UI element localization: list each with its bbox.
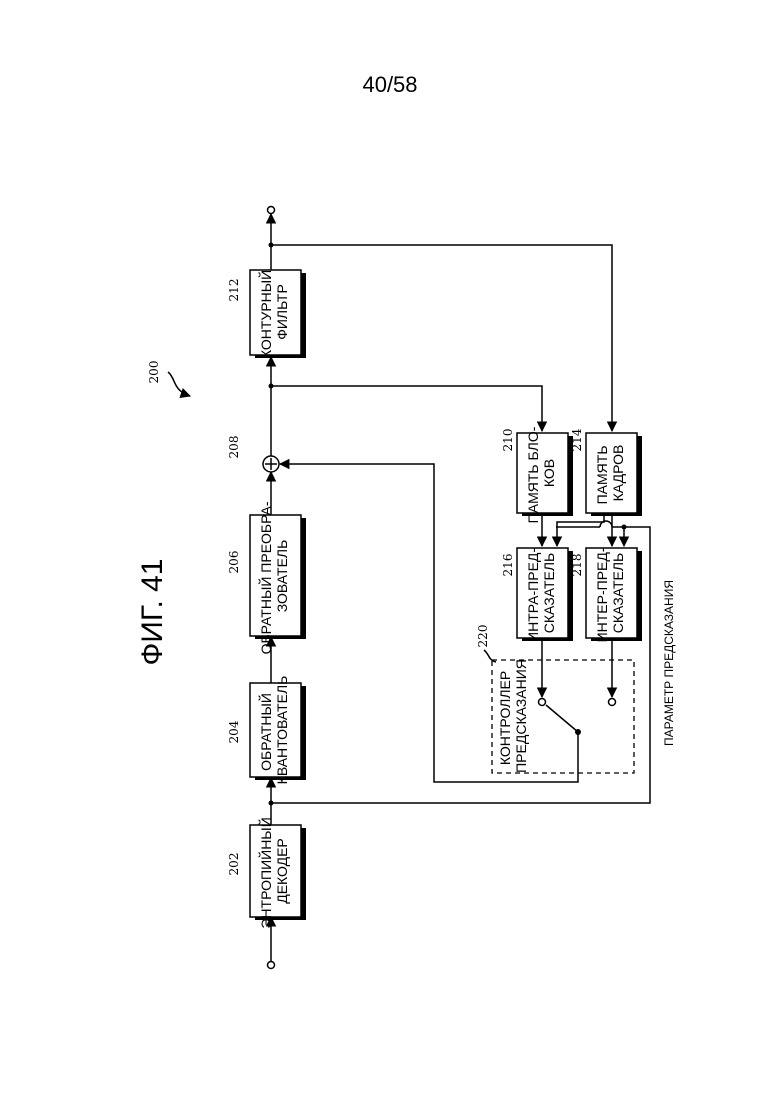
svg-text:ПАМЯТЬ КАДРОВ: ПАМЯТЬ КАДРОВ: [594, 442, 626, 505]
inverse-quantizer-block: ОБРАТНЫЙ КВАНТОВАТЕЛЬ: [250, 676, 306, 785]
switch-arm: [546, 705, 578, 732]
ref-202: 202: [227, 853, 241, 876]
svg-text:ИНТРА-ПРЕД- СКАЗАТЕЛЬ: ИНТРА-ПРЕД- СКАЗАТЕЛЬ: [525, 544, 557, 642]
output-terminal: [268, 207, 275, 214]
ref-204: 204: [227, 720, 241, 743]
inter-predictor-block: ИНТЕР-ПРЕД- СКАЗАТЕЛЬ: [586, 544, 642, 643]
ref-214: 214: [570, 428, 584, 451]
ref-220: 220: [476, 625, 490, 648]
intra-predictor-block: ИНТРА-ПРЕД- СКАЗАТЕЛЬ: [517, 544, 573, 642]
frame-memory-block: ПАМЯТЬ КАДРОВ: [586, 433, 642, 516]
svg-text:ИНТЕР-ПРЕД- СКАЗАТЕЛЬ: ИНТЕР-ПРЕД- СКАЗАТЕЛЬ: [594, 544, 626, 643]
prediction-controller-label: КОНТРОЛЛЕР ПРЕДСКАЗАНИЯ: [497, 659, 529, 773]
ref-216: 216: [501, 554, 515, 577]
adder-ref: 208: [227, 436, 241, 459]
svg-text:ОБРАТНЫЙ КВАНТОВАТЕЛЬ: ОБРАТНЫЙ КВАНТОВАТЕЛЬ: [257, 676, 290, 785]
link-212-214: [271, 245, 612, 431]
ref-212: 212: [227, 279, 241, 302]
inverse-transformer-block: ОБРАТНЫЙ ПРЕОБРА- ЗОВАТЕЛЬ: [250, 498, 306, 655]
entropy-decoder-block: ЭНТРОПИЙНЫЙ ДЕКОДЕР: [250, 813, 306, 928]
link-recon-210: [271, 386, 542, 431]
figure-title: ФИГ. 41: [136, 559, 169, 666]
input-terminal: [268, 962, 275, 969]
system-ref-leader: [168, 372, 190, 396]
loop-filter-block: КОНТУРНЫЙ ФИЛЬТР: [250, 266, 306, 358]
ref-206: 206: [227, 551, 241, 574]
block-memory-block: ПАМЯТЬ БЛО- КОВ: [517, 423, 573, 524]
switch-terminal-intra: [539, 699, 546, 706]
param-line-hop: [600, 521, 612, 527]
system-ref: 200: [147, 361, 161, 384]
ref-218: 218: [570, 554, 584, 577]
ref-210: 210: [501, 429, 515, 452]
switch-terminal-inter: [609, 699, 616, 706]
link-214-216: [557, 514, 604, 546]
prediction-parameter-label: ПАРАМЕТР ПРЕДСКАЗАНИЯ: [662, 580, 676, 746]
